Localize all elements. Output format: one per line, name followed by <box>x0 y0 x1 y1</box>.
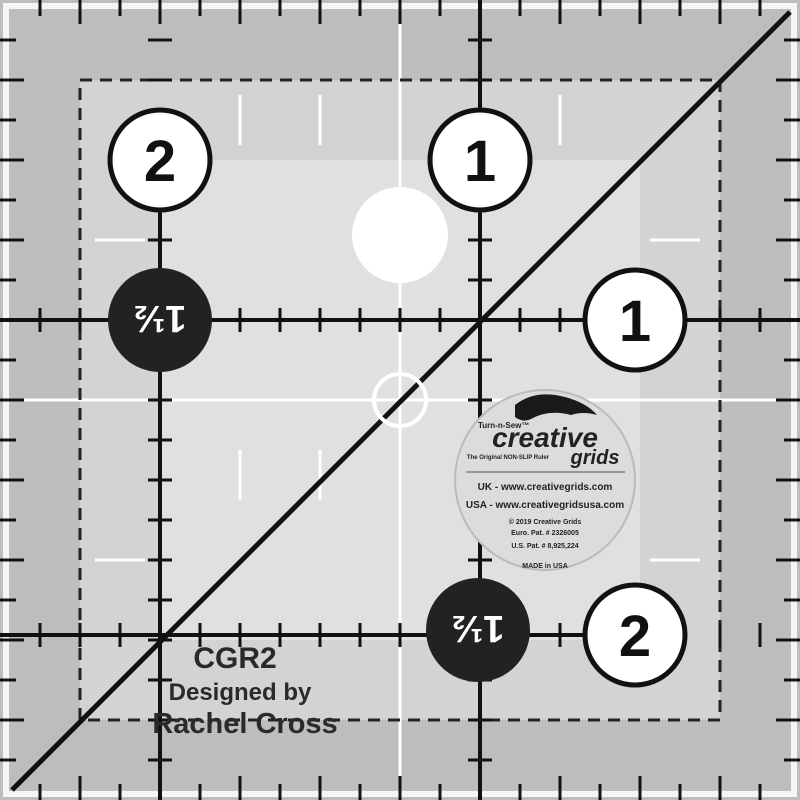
logo-usa-url: USA - www.creativegridsusa.com <box>466 500 624 511</box>
logo-patent-1: Euro. Pat. # 2326005 <box>511 530 579 537</box>
logo-tagline: Turn-n-Sew™ <box>478 421 529 430</box>
marker-2-bottom-right: 2 <box>582 582 688 688</box>
logo-brand-top: creative <box>492 422 598 453</box>
marker-label: 1½ <box>134 297 187 339</box>
logo-uk-url: UK - www.creativegrids.com <box>478 482 613 493</box>
designer-name: Rachel Cross <box>152 708 337 740</box>
diagonal-45-line <box>10 10 792 792</box>
model-number: CGR2 <box>193 642 276 675</box>
creative-grids-logo: Turn-n-Sew™ creative grids The Original … <box>454 389 636 571</box>
marker-label: 1 <box>464 129 496 194</box>
greyhound-icon <box>515 394 597 421</box>
center-hole <box>352 187 448 283</box>
center-target-icon <box>372 372 428 428</box>
designed-by-label: Designed by <box>169 679 312 706</box>
marker-label: 1½ <box>452 607 505 649</box>
logo-brand-bottom: grids <box>570 447 620 469</box>
logo-made-in: MADE in USA <box>522 563 568 570</box>
marker-label: 1 <box>619 289 651 354</box>
marker-one-half-left: 1½ <box>108 268 212 372</box>
marker-1-top-center: 1 <box>427 107 533 213</box>
logo-slogan: The Original NON-SLIP Ruler <box>467 455 550 461</box>
marker-label: 2 <box>144 129 176 194</box>
logo-patent-2: U.S. Pat. # 8,925,224 <box>511 543 578 550</box>
dashed-quarter-inch-line <box>78 78 722 722</box>
marker-one-half-bottom: 1½ <box>426 578 530 682</box>
logo-copyright: © 2019 Creative Grids <box>509 518 582 526</box>
marker-1-right: 1 <box>582 267 688 373</box>
marker-label: 2 <box>619 604 651 669</box>
marker-2-top-left: 2 <box>107 107 213 213</box>
